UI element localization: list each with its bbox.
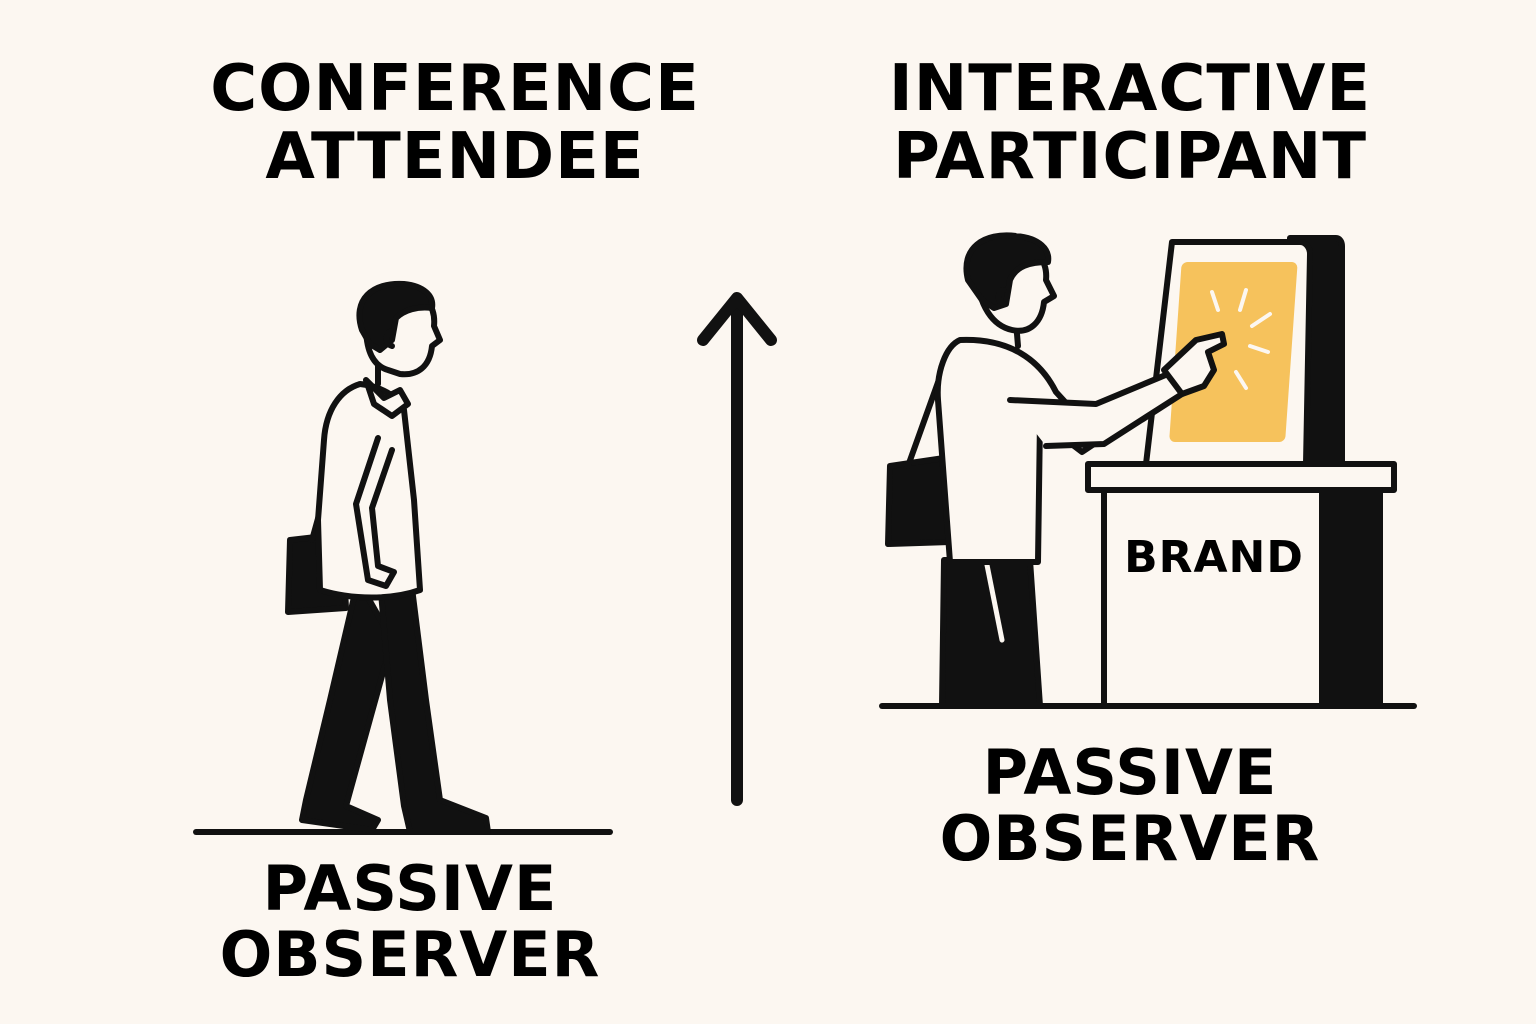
tap-burst-icon	[1210, 288, 1272, 390]
booth-brand-label: BRAND	[1124, 532, 1304, 583]
right-caption-line1: PASSIVE	[982, 736, 1278, 809]
kiosk-screen	[1143, 235, 1345, 469]
walking-person-icon	[285, 280, 491, 835]
brand-booth-counter	[1085, 461, 1397, 709]
left-title-line1: CONFERENCE	[210, 52, 700, 126]
glowing-screen	[1169, 262, 1298, 442]
right-title-line2: PARTICIPANT	[893, 119, 1367, 194]
right-caption-line2: OBSERVER	[939, 801, 1321, 875]
left-title: CONFERENCE ATTENDEE	[150, 52, 760, 194]
right-title-line1: INTERACTIVE	[888, 52, 1372, 126]
right-caption: PASSIVE OBSERVER	[880, 740, 1380, 871]
left-caption-line2: OBSERVER	[219, 917, 601, 991]
left-caption-line1: PASSIVE	[262, 852, 558, 925]
person-touching-screen-icon	[885, 232, 1227, 709]
left-title-line2: ATTENDEE	[265, 119, 645, 194]
left-caption: PASSIVE OBSERVER	[160, 856, 660, 987]
right-title: INTERACTIVE PARTICIPANT	[830, 52, 1430, 194]
up-arrow-icon	[697, 292, 777, 806]
